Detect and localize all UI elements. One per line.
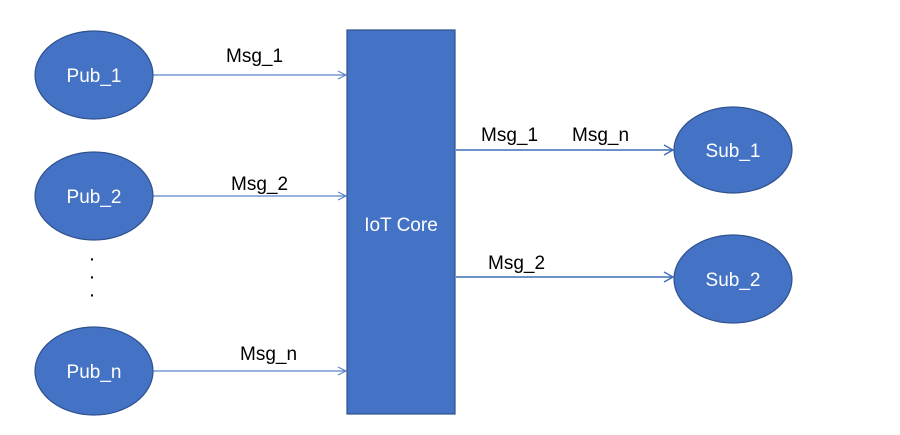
subscriber-node-2: Sub_2 [673,234,793,324]
svg-text:·: · [89,284,96,306]
message-label-sub-1-b: Msg_n [572,125,629,146]
publisher-label-1: Pub_1 [67,66,122,87]
message-label-pub-n: Msg_n [240,344,297,365]
publisher-label-n: Pub_n [67,362,122,383]
message-label-sub-1-a: Msg_1 [481,125,538,146]
iot-core-broker: IoT Core [346,29,456,415]
publisher-label-2: Pub_2 [67,187,122,208]
subscriber-label-1: Sub_1 [706,141,761,162]
iot-core-label: IoT Core [364,215,438,236]
publisher-ellipsis: · · · [89,248,96,306]
message-label-pub-1: Msg_1 [226,46,283,67]
subscriber-node-1: Sub_1 [673,106,793,194]
publisher-node-1: Pub_1 [34,30,154,120]
publisher-node-n: Pub_n [34,326,154,416]
message-label-pub-2: Msg_2 [231,174,288,195]
svg-text:·: · [89,248,96,270]
svg-text:·: · [89,266,96,288]
message-label-sub-2: Msg_2 [488,253,545,274]
publisher-node-2: Pub_2 [34,151,154,241]
subscriber-label-2: Sub_2 [706,270,761,291]
